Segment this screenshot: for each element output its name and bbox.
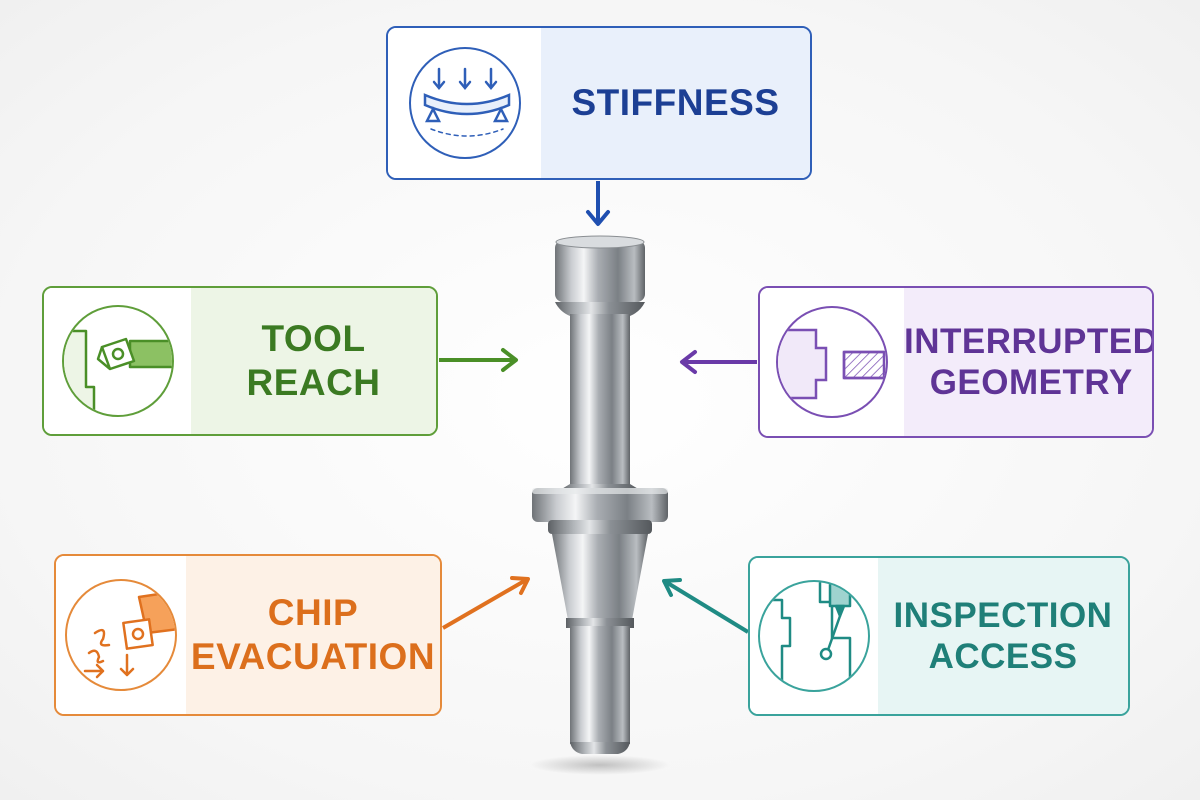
beam-deflection-icon xyxy=(408,47,521,159)
stiffness-label: STIFFNESS xyxy=(571,82,780,124)
stiffness-arrow xyxy=(586,181,610,226)
chip-evacuation-card: CHIP EVACUATION xyxy=(54,554,442,716)
inspection-label-line1: INSPECTION xyxy=(893,595,1113,635)
inspection-label-line2: ACCESS xyxy=(928,637,1078,676)
inspection-access-arrow xyxy=(662,578,750,634)
interrupted-geometry-arrow xyxy=(680,350,757,374)
interrupted-label-line1: INTERRUPTED xyxy=(904,321,1154,361)
tool-reach-label: TOOL REACH xyxy=(246,318,381,403)
chip-label-line1: CHIP xyxy=(267,592,359,634)
chip-label-line2: EVACUATION xyxy=(190,636,436,677)
turning-tool-icon xyxy=(61,305,174,417)
interrupted-profile-icon xyxy=(776,306,888,418)
chip-evacuation-arrow xyxy=(441,576,530,630)
inspection-access-card: INSPECTION ACCESS xyxy=(748,556,1130,716)
tool-reach-card: TOOL REACH xyxy=(42,286,438,436)
probe-icon xyxy=(758,580,870,692)
interrupted-geometry-card: INTERRUPTED GEOMETRY xyxy=(758,286,1154,438)
chip-flow-icon xyxy=(65,579,177,691)
stiffness-card: STIFFNESS xyxy=(386,26,812,180)
tool-reach-arrow xyxy=(439,348,518,372)
stepped-shaft-icon xyxy=(530,235,670,775)
interrupted-label-line2: GEOMETRY xyxy=(929,363,1133,402)
